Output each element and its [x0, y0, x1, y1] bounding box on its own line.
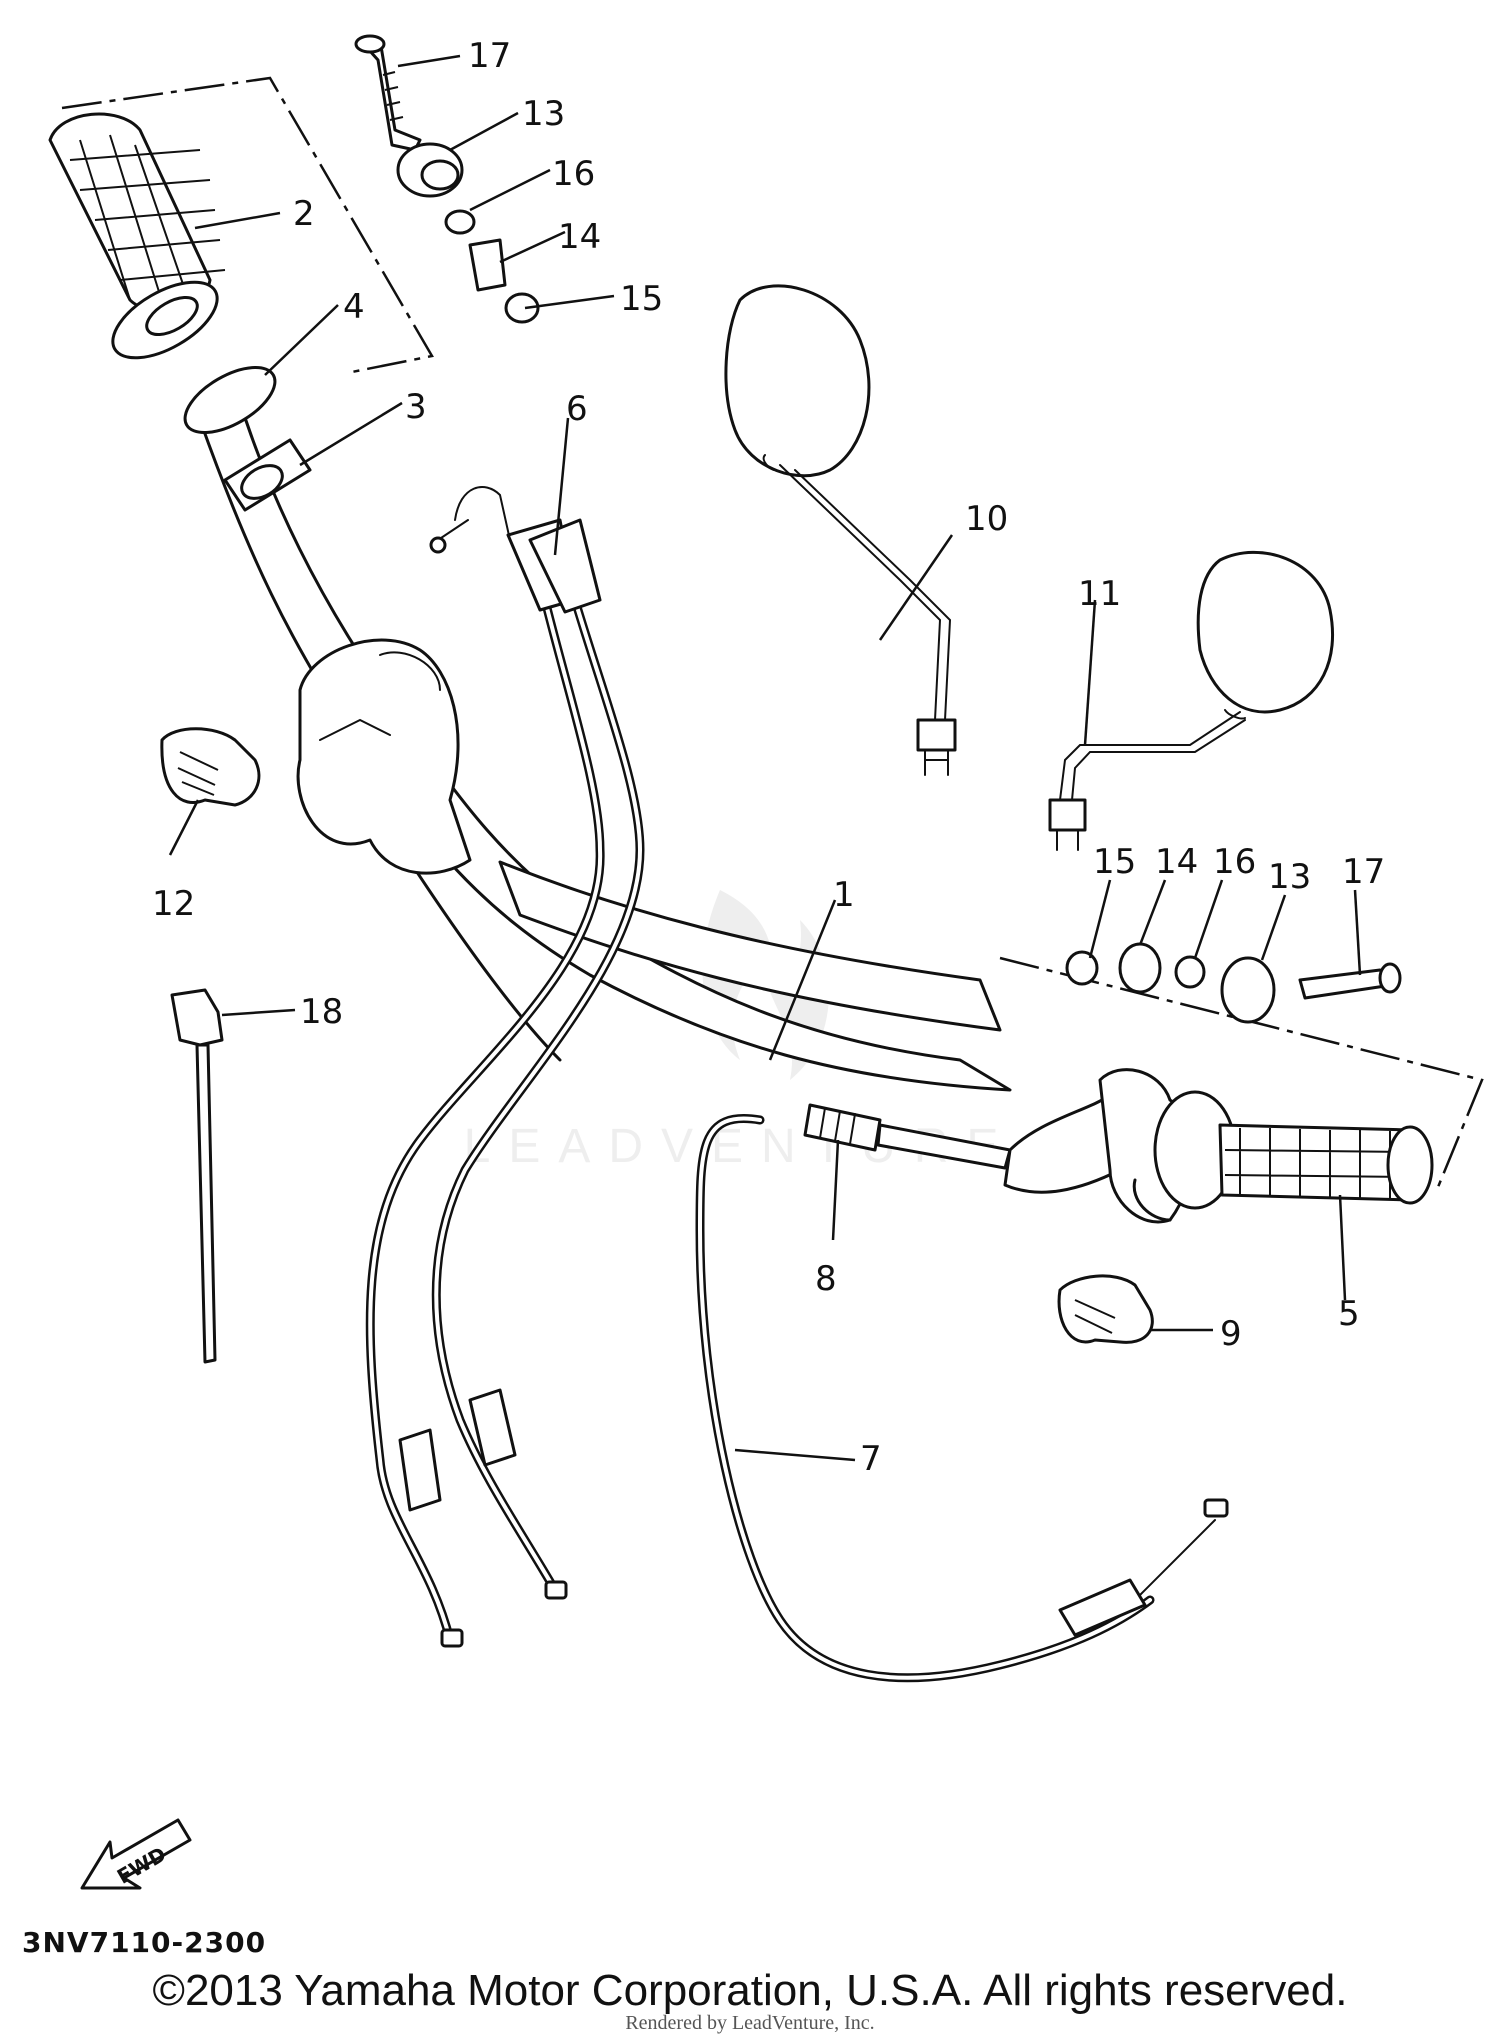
- callout-7: 7: [860, 1439, 882, 1479]
- callout-3: 3: [405, 387, 427, 427]
- rendered-by-text: Rendered by LeadVenture, Inc.: [625, 2012, 875, 2034]
- callout-1: 1: [833, 875, 855, 915]
- callout-13-right: 13: [1268, 857, 1311, 897]
- clutch-cable-adjuster: [803, 1103, 1012, 1170]
- left-mirror: [724, 284, 957, 776]
- callout-15: 15: [620, 279, 663, 319]
- right-grip: [1153, 1090, 1434, 1210]
- right-mirror: [1048, 550, 1335, 851]
- copyright-text: ©2013 Yamaha Motor Corporation, U.S.A. A…: [152, 1966, 1348, 2015]
- right-end-bracket: [999, 956, 1484, 1193]
- callout-4: 4: [343, 287, 365, 327]
- callout-14-right: 14: [1155, 842, 1198, 882]
- callout-16-right: 16: [1213, 842, 1256, 882]
- diagram-code: 3NV7110-2300: [22, 1926, 267, 1959]
- callout-15-right: 15: [1093, 842, 1136, 882]
- callout-12: 12: [152, 884, 195, 924]
- callout-14: 14: [558, 217, 601, 257]
- fwd-arrow: FWD: [80, 1818, 192, 1890]
- callout-16: 16: [552, 154, 595, 194]
- callout-10: 10: [965, 499, 1008, 539]
- callout-6: 6: [566, 389, 588, 429]
- callout-17-right: 17: [1342, 852, 1385, 892]
- callout-17: 17: [468, 36, 511, 76]
- cable-tie: [170, 988, 224, 1364]
- callout-9: 9: [1220, 1314, 1242, 1354]
- callout-11: 11: [1078, 574, 1121, 614]
- right-bar-end-parts: [1065, 942, 1402, 1024]
- callout-5: 5: [1338, 1294, 1360, 1334]
- callout-2: 2: [293, 194, 315, 234]
- left-grip: [48, 112, 226, 360]
- right-switch-9: [1057, 1274, 1154, 1344]
- left-end-bracket: [61, 76, 434, 374]
- left-holder: [223, 438, 312, 512]
- clutch-cable: [695, 1114, 1229, 1683]
- left-bar-end-parts: [354, 34, 540, 324]
- left-collar: [183, 365, 277, 435]
- callouts: 1 2 3 4 5 6 7 8 9 10 11 12 13 14 15 16 1…: [152, 36, 1385, 1479]
- left-switch-housing: [296, 638, 472, 875]
- leader-lines: [168, 54, 1362, 1462]
- left-switch-12: [160, 727, 261, 807]
- callout-18: 18: [300, 992, 343, 1032]
- throttle-cables: [365, 486, 645, 1648]
- callout-13: 13: [522, 94, 565, 134]
- callout-8: 8: [815, 1259, 837, 1299]
